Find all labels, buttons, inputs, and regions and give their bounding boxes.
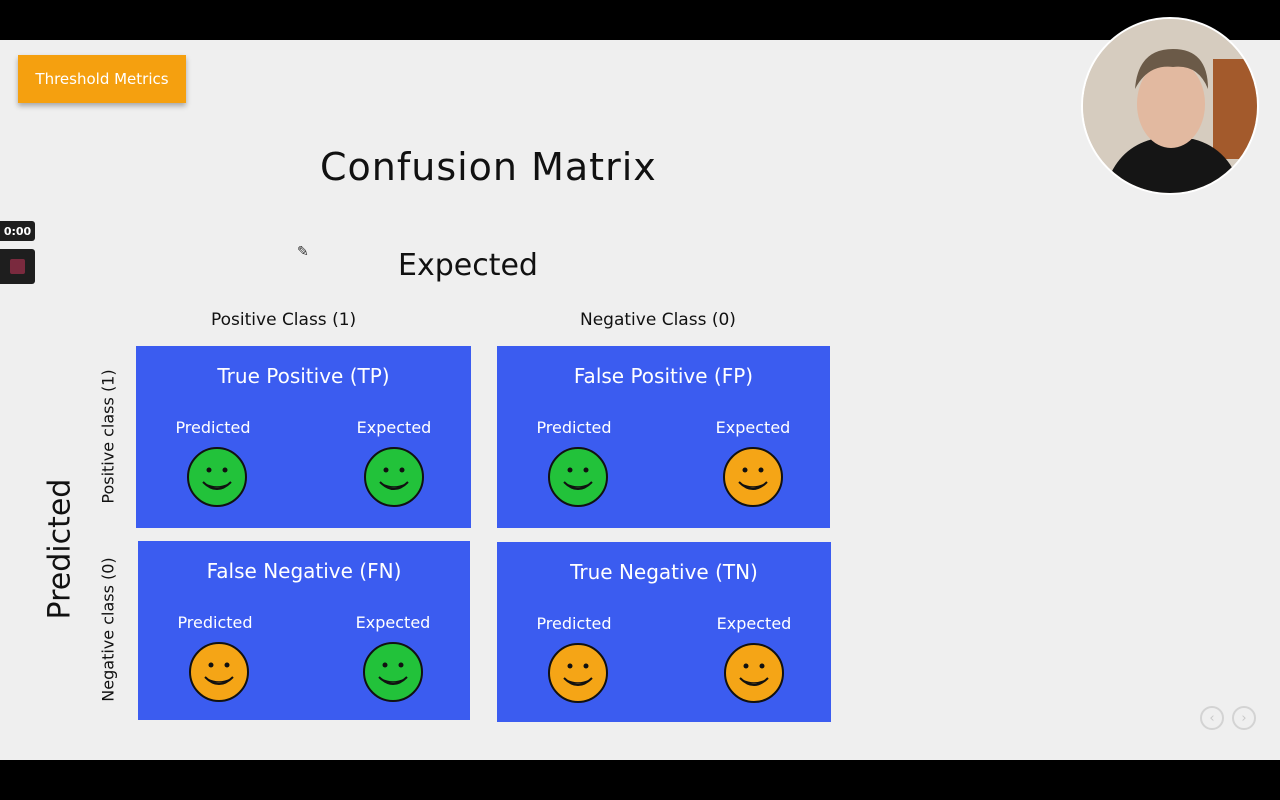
expected-axis-label: Expected	[398, 248, 538, 283]
predicted-label: Predicted	[175, 418, 251, 437]
expected-label: Expected	[355, 613, 431, 632]
orange-smiley-icon	[723, 642, 785, 704]
cell-true-positive: True Positive (TP) Predicted Expected	[136, 346, 471, 528]
predicted-label: Predicted	[536, 418, 612, 437]
row-header-negative: Negative class (0)	[98, 557, 118, 702]
cell-title: False Positive (FP)	[573, 364, 754, 388]
cell-false-negative: False Negative (FN) Predicted Expected	[138, 541, 470, 720]
expected-label: Expected	[356, 418, 432, 437]
pencil-cursor-icon: ✎	[297, 244, 309, 260]
predicted-label: Predicted	[177, 613, 253, 632]
green-smiley-icon	[362, 641, 424, 703]
cell-true-negative: True Negative (TN) Predicted Expected	[497, 542, 831, 722]
slide: Threshold Metrics Confusion Matrix ✎ Exp…	[0, 17, 1280, 760]
stop-icon	[10, 259, 25, 274]
stop-recording-button[interactable]	[0, 249, 35, 284]
cell-title: True Positive (TP)	[217, 364, 390, 388]
predicted-label: Predicted	[536, 614, 612, 633]
green-smiley-icon	[547, 446, 609, 508]
green-smiley-icon	[186, 446, 248, 508]
next-slide-button[interactable]: ›	[1232, 706, 1256, 730]
green-smiley-icon	[363, 446, 425, 508]
presenter-video-icon	[1083, 19, 1257, 193]
predicted-axis-label: Predicted	[42, 478, 78, 620]
row-header-positive: Positive class (1)	[98, 369, 118, 504]
cell-title: True Negative (TN)	[570, 560, 758, 584]
recording-timer: 0:00	[0, 221, 35, 241]
orange-smiley-icon	[547, 642, 609, 704]
orange-smiley-icon	[722, 446, 784, 508]
column-header-positive: Positive Class (1)	[211, 310, 357, 330]
prev-slide-button[interactable]: ‹	[1200, 706, 1224, 730]
slide-title: Confusion Matrix	[320, 145, 657, 189]
orange-smiley-icon	[188, 641, 250, 703]
expected-label: Expected	[716, 614, 792, 633]
expected-label: Expected	[715, 418, 791, 437]
cell-false-positive: False Positive (FP) Predicted Expected	[497, 346, 830, 528]
webcam-overlay	[1081, 17, 1259, 195]
column-header-negative: Negative Class (0)	[580, 310, 736, 330]
cell-title: False Negative (FN)	[206, 559, 402, 583]
section-tag: Threshold Metrics	[18, 55, 186, 103]
